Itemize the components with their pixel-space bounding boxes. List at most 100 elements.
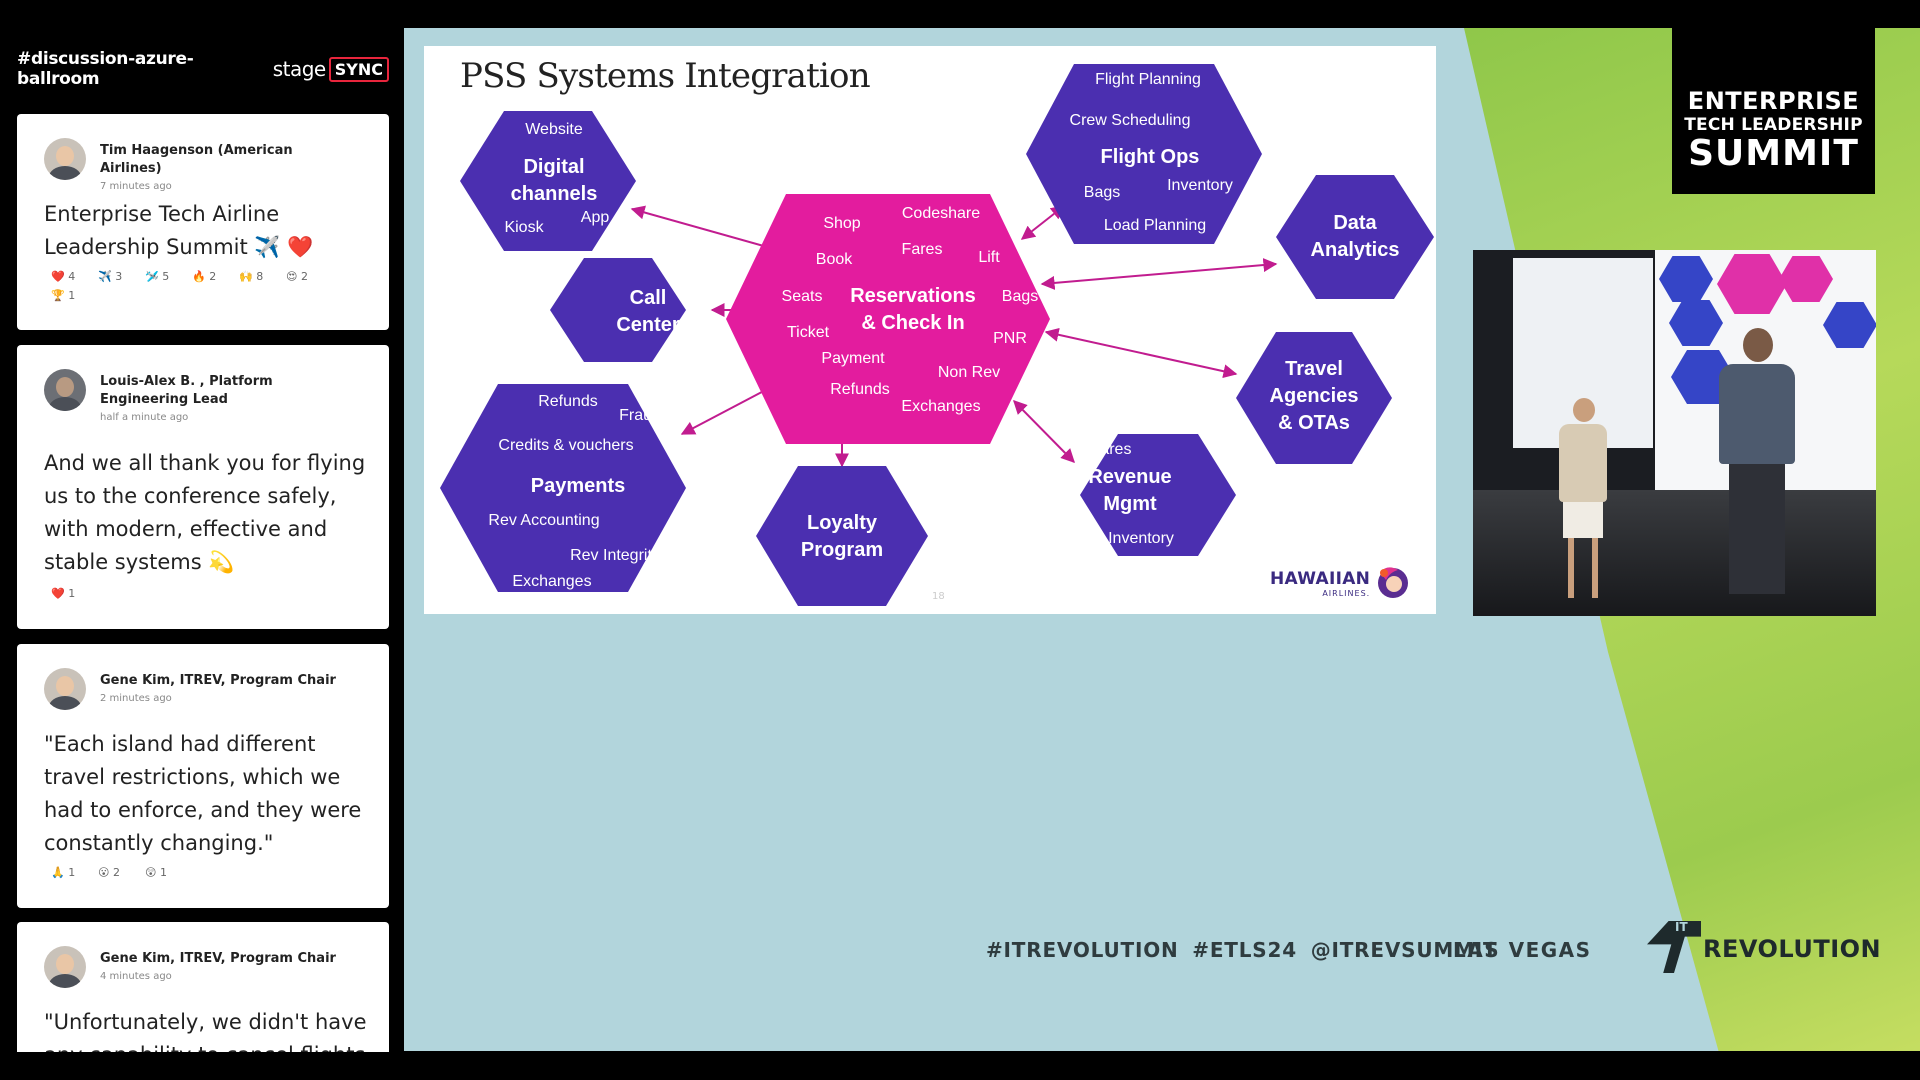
title-call: Call	[630, 287, 667, 309]
post-time: 2 minutes ago	[100, 693, 172, 704]
reaction-button[interactable]: 😍 2	[286, 270, 308, 283]
summit-line-1: ENTERPRISE	[1687, 87, 1860, 115]
reaction-button[interactable]: 😲 1	[145, 866, 167, 879]
chat-post[interactable]: Tim Haagenson (American Airlines) 7 minu…	[17, 114, 389, 330]
post-author[interactable]: Louis-Alex B. , Platform Engineering Lea…	[100, 374, 273, 407]
node-reservations-check-in: Shop Codeshare Fares Book Lift Seats Bag…	[726, 194, 1050, 444]
reaction-button[interactable]: 🙏 1	[51, 866, 76, 879]
reaction-bar: ❤️ 1	[51, 587, 371, 600]
connector-lines	[630, 205, 1278, 468]
chat-post[interactable]: Gene Kim, ITREV, Program Chair 2 minutes…	[17, 644, 389, 908]
channel-name[interactable]: #discussion-azure-ballroom	[17, 49, 194, 89]
label-payment: Payment	[821, 350, 885, 367]
reaction-button[interactable]: ❤️ 4	[51, 270, 76, 283]
chat-post[interactable]: Gene Kim, ITREV, Program Chair 4 minutes…	[17, 922, 389, 1052]
label-bags-ops: Bags	[1084, 184, 1120, 201]
summit-line-2: TECH LEADERSHIP	[1684, 115, 1863, 135]
slide-title: PSS Systems Integration	[460, 56, 871, 96]
post-header: Gene Kim, ITREV, Program Chair 2 minutes…	[44, 668, 350, 710]
title-channels: channels	[511, 183, 598, 205]
post-message: Enterprise Tech Airline Leadership Summi…	[44, 202, 314, 259]
event-location: LAS VEGAS	[1453, 938, 1592, 962]
avatar[interactable]	[44, 668, 86, 710]
post-author[interactable]: Tim Haagenson (American Airlines)	[100, 143, 293, 176]
event-hashtags: #ITREVOLUTION #ETLS24 @ITREVSUMMIT	[986, 938, 1498, 962]
stage-floor	[1473, 490, 1876, 616]
label-fares: Fares	[902, 241, 943, 258]
title-revenue: Revenue	[1088, 466, 1171, 488]
label-bags: Bags	[1002, 288, 1038, 305]
label-refunds: Refunds	[538, 393, 598, 410]
post-author[interactable]: Gene Kim, ITREV, Program Chair	[100, 951, 336, 966]
label-seats: Seats	[782, 288, 823, 305]
title-travel: Travel	[1285, 358, 1343, 380]
node-digital-channels: Website Digital channels Kiosk App	[460, 111, 636, 251]
org-mark-text: IT	[1675, 920, 1688, 934]
airline-sub: AIRLINES.	[1322, 588, 1371, 598]
label-rev-integrity: Rev Integrity	[570, 547, 660, 564]
label-inventory-rev: Inventory	[1108, 530, 1174, 547]
label-lift: Lift	[978, 249, 1000, 266]
label-inventory-ops: Inventory	[1167, 177, 1233, 194]
title-program: Program	[801, 539, 883, 561]
chat-post[interactable]: Louis-Alex B. , Platform Engineering Lea…	[17, 345, 389, 629]
brand-sync-text: SYNC	[328, 56, 389, 82]
title-center: Center	[616, 314, 680, 336]
label-website: Website	[525, 121, 583, 138]
label-ticket: Ticket	[787, 324, 830, 341]
post-header: Louis-Alex B. , Platform Engineering Lea…	[44, 369, 350, 423]
label-fares-rev: Fares	[1091, 441, 1132, 458]
presentation-slide: PSS Systems Integration W	[424, 46, 1436, 614]
node-flight-ops: Flight Planning Crew Scheduling Flight O…	[1026, 64, 1262, 244]
presenter-man	[1719, 328, 1795, 594]
post-time: 7 minutes ago	[100, 181, 172, 192]
title-loyalty: Loyalty	[807, 512, 878, 534]
channel-header: #discussion-azure-ballroom stage SYNC	[17, 49, 389, 89]
post-message: "Unfortunately, we didn't have any capab…	[44, 1010, 367, 1052]
label-credits-vouchers: Credits & vouchers	[498, 437, 633, 454]
post-header: Tim Haagenson (American Airlines) 7 minu…	[44, 138, 350, 192]
avatar[interactable]	[44, 138, 86, 180]
itrevolution-mark-icon: IT	[1647, 921, 1701, 973]
label-exchanges-res: Exchanges	[901, 398, 980, 415]
label-codeshare: Codeshare	[902, 205, 980, 222]
reaction-bar: ❤️ 4 ✈️ 3 🛩️ 5 🔥 2 🙌 8 😍 2 🏆 1	[51, 270, 371, 302]
title-data: Data	[1333, 212, 1377, 234]
reaction-button[interactable]: 🙌 8	[239, 270, 264, 283]
title-otas: & OTAs	[1278, 412, 1350, 434]
reaction-button[interactable]: ❤️ 1	[51, 587, 76, 600]
slide-number: 18	[932, 591, 945, 602]
title-check-in: & Check In	[861, 312, 964, 334]
post-author[interactable]: Gene Kim, ITREV, Program Chair	[100, 673, 336, 688]
label-flight-planning: Flight Planning	[1095, 71, 1201, 88]
label-fraud: Fraud	[619, 407, 661, 424]
label-pnr: PNR	[993, 330, 1027, 347]
chat-sidebar: #discussion-azure-ballroom stage SYNC Ti…	[0, 0, 404, 1080]
airline-name: HAWAIIAN	[1270, 568, 1371, 589]
reaction-button[interactable]: 🛩️ 5	[145, 270, 170, 283]
avatar[interactable]	[44, 946, 86, 988]
title-reservations: Reservations	[850, 285, 976, 307]
label-load-planning: Load Planning	[1104, 217, 1206, 234]
label-non-rev: Non Rev	[938, 364, 1000, 381]
post-header: Gene Kim, ITREV, Program Chair 4 minutes…	[44, 946, 350, 988]
post-time: half a minute ago	[100, 412, 189, 423]
title-payments: Payments	[531, 475, 626, 497]
presenter-woman	[1559, 398, 1607, 598]
node-revenue-mgmt: Fares Revenue Mgmt Inventory	[1080, 434, 1236, 556]
pualani-icon	[1378, 567, 1409, 598]
reaction-button[interactable]: 🏆 1	[51, 289, 76, 302]
node-travel-agencies: Travel Agencies & OTAs	[1236, 332, 1392, 464]
reaction-button[interactable]: 🔥 2	[192, 270, 217, 283]
label-book: Book	[816, 251, 853, 268]
label-kiosk: Kiosk	[504, 219, 544, 236]
title-analytics: Analytics	[1311, 239, 1400, 261]
avatar[interactable]	[44, 369, 86, 411]
reaction-button[interactable]: 😮 2	[98, 866, 120, 879]
connector-data-analytics	[1040, 258, 1278, 290]
reaction-bar: 🙏 1 😮 2 😲 1	[51, 866, 371, 879]
node-loyalty-program: Loyalty Program	[756, 466, 928, 606]
stage-view: PSS Systems Integration W	[404, 28, 1920, 1051]
speaker-video-feed[interactable]	[1473, 250, 1876, 616]
reaction-button[interactable]: ✈️ 3	[98, 270, 123, 283]
